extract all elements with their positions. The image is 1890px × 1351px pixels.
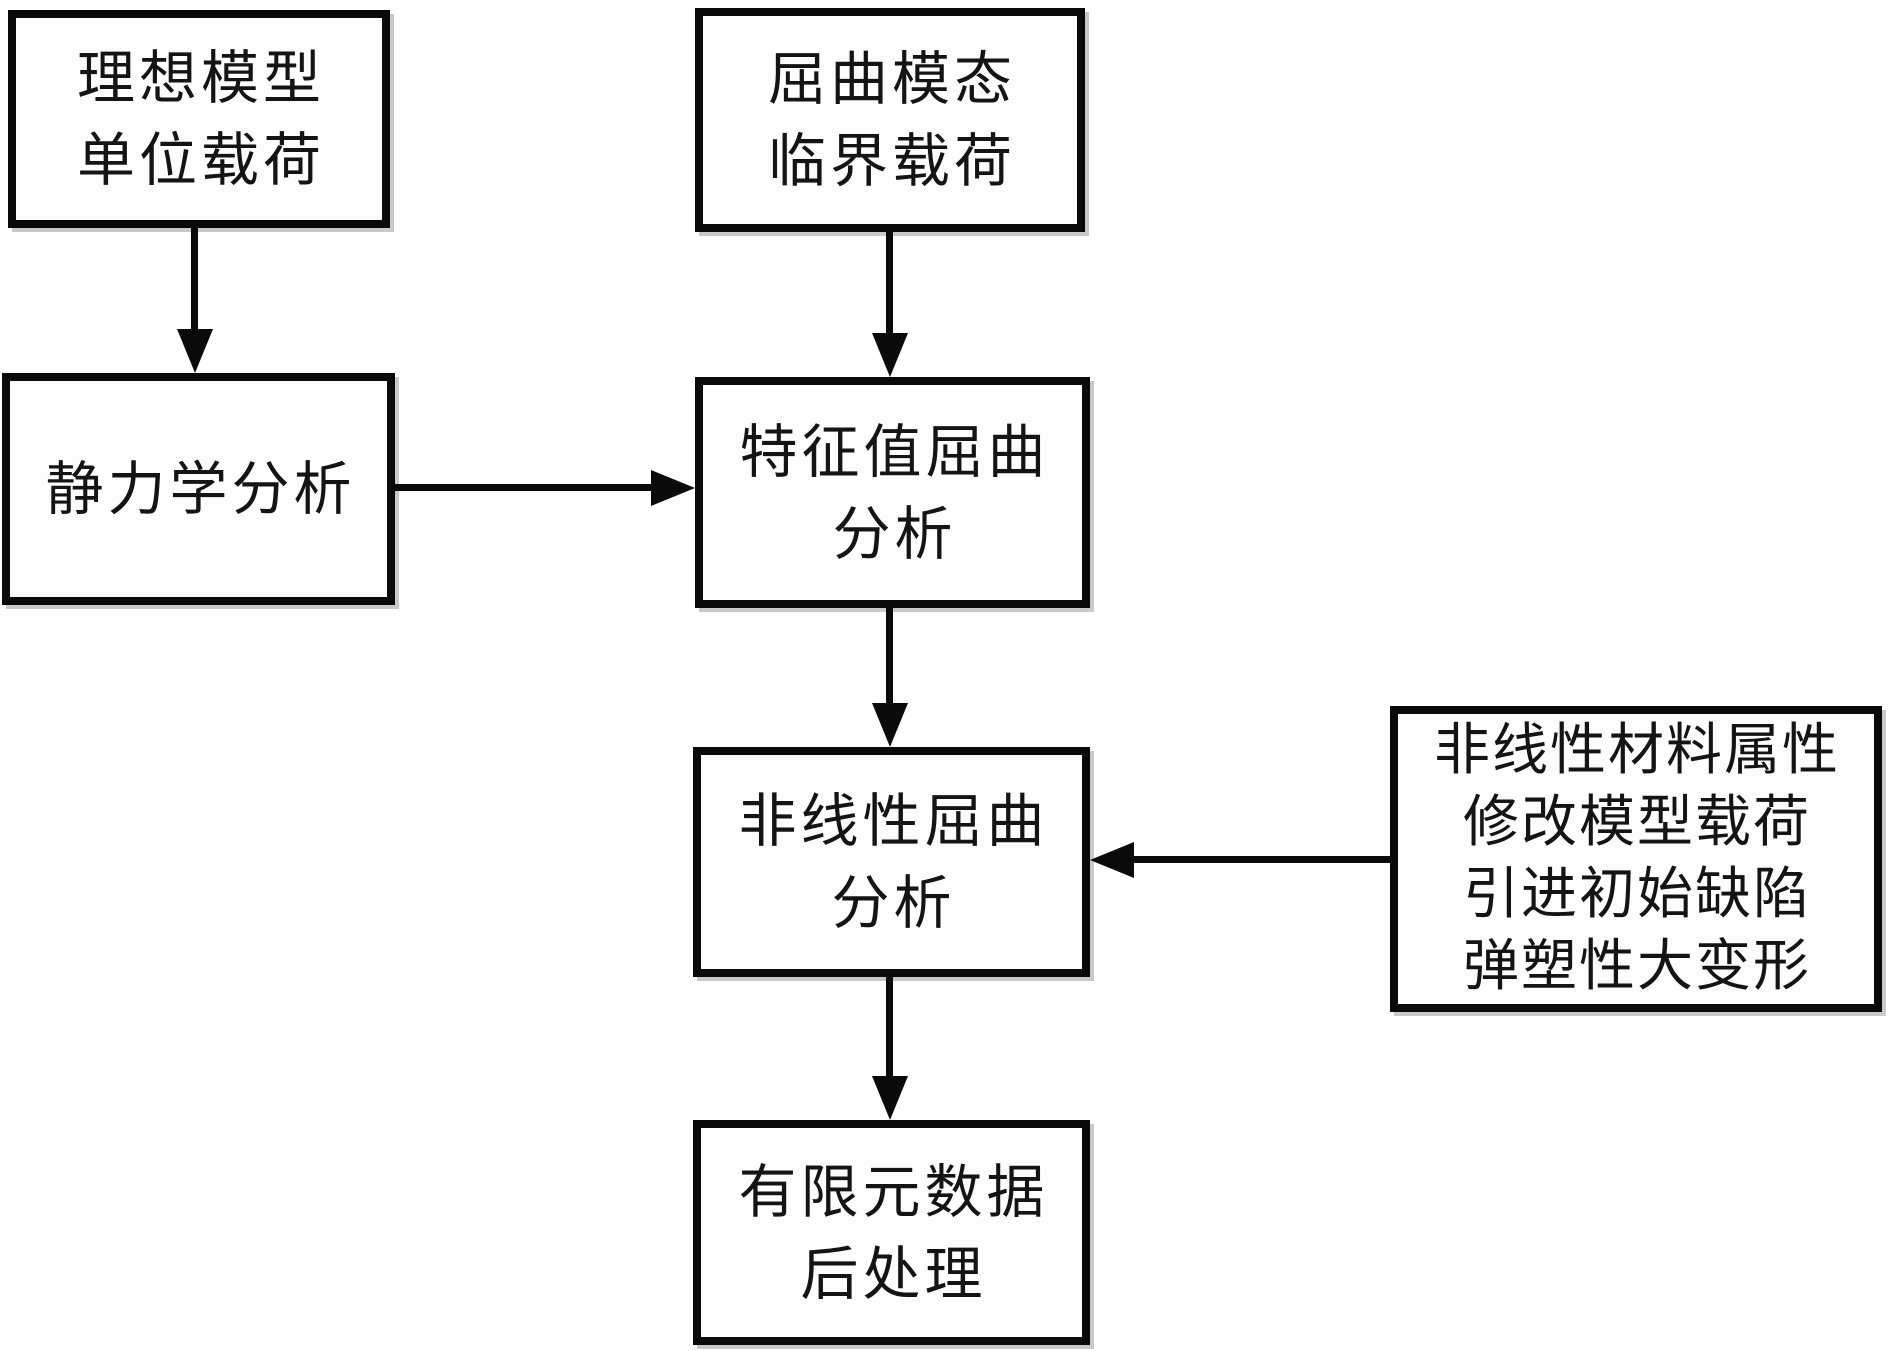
arrow-eigenvalue-to-nonlinear-head-icon [872,703,908,747]
arrow-ideal-to-statics-shaft [191,228,198,333]
box-static-analysis: 静力学分析 [2,373,395,605]
arrow-eigenvalue-to-nonlinear-shaft [886,608,893,707]
box-eigenvalue-buckling-line-2: 分析 [832,499,957,568]
arrow-nonlinear-to-postprocess-head-icon [872,1076,908,1120]
box-nonlinear-settings-line-3: 引进初始缺陷 [1463,862,1811,927]
box-fea-postprocessing: 有限元数据 后处理 [693,1120,1090,1345]
box-nonlinear-settings-line-1: 非线性材料属性 [1434,718,1840,783]
box-nonlinear-buckling: 非线性屈曲 分析 [693,747,1090,977]
box-ideal-model-line-2: 单位载荷 [76,126,325,194]
arrow-settings-to-nonlinear-shaft [1132,856,1390,863]
box-nonlinear-buckling-line-1: 非线性屈曲 [738,787,1049,855]
box-fea-postprocessing-line-1: 有限元数据 [738,1157,1049,1226]
box-buckling-mode-line-2: 临界载荷 [767,127,1016,195]
box-ideal-model: 理想模型 单位载荷 [8,10,390,228]
arrow-mode-to-eigenvalue-head-icon [872,333,908,377]
box-nonlinear-settings: 非线性材料属性 修改模型载荷 引进初始缺陷 弹塑性大变形 [1390,706,1882,1012]
box-nonlinear-settings-line-4: 弹塑性大变形 [1463,934,1811,999]
arrow-statics-to-eigenvalue-head-icon [651,470,695,506]
box-eigenvalue-buckling: 特征值屈曲 分析 [695,377,1090,608]
arrow-nonlinear-to-postprocess-shaft [886,977,893,1080]
box-ideal-model-line-1: 理想模型 [76,44,325,112]
box-static-analysis-line-1: 静力学分析 [45,455,356,523]
box-fea-postprocessing-line-2: 后处理 [800,1239,987,1308]
box-buckling-mode: 屈曲模态 临界载荷 [695,8,1085,232]
arrow-settings-to-nonlinear-head-icon [1090,842,1134,878]
arrow-statics-to-eigenvalue-shaft [395,484,653,491]
box-nonlinear-buckling-line-2: 分析 [831,869,956,937]
arrow-ideal-to-statics-head-icon [177,329,213,373]
arrow-mode-to-eigenvalue-shaft [886,232,893,337]
box-nonlinear-settings-line-2: 修改模型载荷 [1463,790,1811,855]
box-buckling-mode-line-1: 屈曲模态 [767,45,1016,113]
box-eigenvalue-buckling-line-1: 特征值屈曲 [739,417,1050,486]
